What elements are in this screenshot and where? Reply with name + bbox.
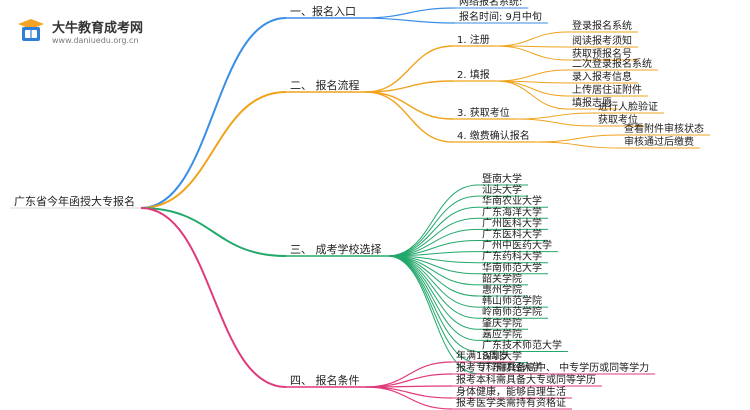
leaf-node[interactable]: 报名时间: 9月中旬 [459, 10, 542, 23]
school-node[interactable]: 嘉应学院 [482, 327, 522, 340]
connector-line [361, 7, 456, 19]
branch-node[interactable]: 三、 成考学校选择 [290, 242, 382, 256]
school-node[interactable]: 汕头大学 [482, 183, 522, 196]
connector-line [365, 45, 454, 93]
connector-line [140, 207, 287, 257]
leaf-node[interactable]: 审核通过后缴费 [624, 135, 694, 148]
school-node[interactable]: 广东海洋大学 [482, 205, 542, 218]
school-node[interactable]: 广东药科大学 [482, 250, 542, 263]
school-node[interactable]: 韶关学院 [482, 272, 522, 285]
leaf-node[interactable]: 获取考位 [598, 113, 638, 126]
leaf-node[interactable]: 上传居住证附件 [572, 83, 642, 96]
connector-line [515, 118, 595, 127]
connector-line [365, 91, 454, 143]
book-logo-icon [18, 19, 44, 41]
connector-line [535, 134, 621, 143]
connector-line [387, 255, 479, 364]
logo-title: 大牛教育成考网 [52, 21, 144, 36]
connector-line [387, 206, 479, 257]
branch-node[interactable]: 一、报名入口 [290, 4, 356, 18]
connector-line [140, 17, 287, 209]
logo-url: www.daniuedu.org.cn [52, 36, 139, 45]
school-node[interactable]: 华南农业大学 [482, 194, 542, 207]
leaf-node[interactable]: 进行人脸验证 [598, 100, 658, 113]
connector-line [365, 80, 454, 93]
school-node[interactable]: 华南师范大学 [482, 261, 542, 274]
step-node[interactable]: 3. 获取考位 [457, 106, 510, 119]
leaf-node[interactable]: 填报志愿 [572, 96, 612, 109]
branch-node[interactable]: 二、 报名流程 [290, 78, 360, 92]
connector-line [365, 386, 453, 399]
connector-line [387, 255, 479, 341]
connector-line [140, 207, 287, 388]
connector-line [495, 69, 569, 82]
leaf-node[interactable]: 获取预报名号 [572, 47, 632, 60]
school-node[interactable]: 广州医科大学 [482, 216, 542, 229]
root-node[interactable]: 广东省今年函授大专报名 [14, 194, 135, 208]
connector-line [365, 91, 454, 120]
connector-line [365, 373, 453, 388]
connector-line [387, 217, 479, 257]
connector-line [387, 255, 479, 330]
branch-node[interactable]: 四、 报名条件 [290, 373, 360, 387]
connector-line [140, 91, 287, 209]
connector-line [361, 17, 456, 24]
connector-line [515, 112, 595, 120]
connector-line [387, 184, 479, 257]
school-node[interactable]: 广东技术师范大学 [482, 339, 562, 352]
step-node[interactable]: 1. 注册 [457, 33, 490, 46]
connector-line [387, 195, 479, 257]
leaf-node[interactable]: 查看附件审核状态 [624, 122, 704, 135]
leaf-node[interactable]: 阅读报考须知 [572, 34, 632, 47]
connector-line [535, 141, 621, 149]
connector-line [387, 255, 479, 308]
connector-line [495, 45, 569, 61]
step-node[interactable]: 2. 填报 [457, 68, 490, 81]
school-node[interactable]: 深圳大学 [482, 350, 522, 363]
school-node[interactable]: 岭南师范学院 [482, 305, 542, 318]
school-node[interactable]: 广州中医药大学 [482, 239, 552, 252]
leaf-node[interactable]: 二次登录报名系统 [572, 57, 652, 70]
school-node[interactable]: 惠州学院 [482, 283, 522, 296]
step-node[interactable]: 4. 缴费确认报名 [457, 129, 530, 142]
condition-node[interactable]: 身体健康，能够自理生活 [456, 385, 566, 398]
school-node[interactable]: 暨南大学 [482, 172, 522, 185]
connector-line [495, 31, 569, 47]
school-node[interactable]: 肇庆学院 [482, 316, 522, 329]
connector-line [387, 255, 479, 375]
condition-node[interactable]: 报考医学类需持有资格证 [456, 396, 566, 409]
school-node[interactable]: 广东财经大学 [482, 361, 542, 374]
leaf-node[interactable]: 登录报名系统 [572, 19, 632, 32]
leaf-node[interactable]: 录入报考信息 [572, 70, 632, 83]
condition-node[interactable]: 报考本科需具备大专或同等学历 [456, 373, 596, 386]
school-node[interactable]: 韩山师范学院 [482, 294, 542, 307]
leaf-node[interactable]: 网络报名系统: [459, 0, 522, 8]
site-logo[interactable]: 大牛教育成考网 www.daniuedu.org.cn [16, 14, 166, 50]
connector-line [365, 386, 453, 410]
condition-node[interactable]: 报考专科需具备高中、 中专学历或同等学力 [456, 361, 649, 374]
connector-line [495, 80, 569, 110]
school-node[interactable]: 广东医科大学 [482, 228, 542, 241]
condition-node[interactable]: 年满18周岁 [456, 349, 509, 362]
